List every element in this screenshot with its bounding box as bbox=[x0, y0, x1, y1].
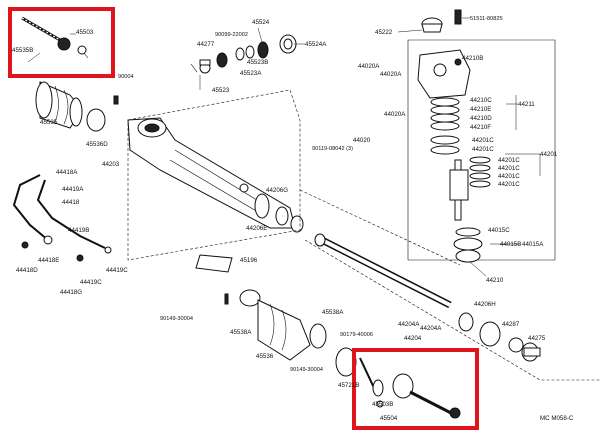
label-44418G: 44418G bbox=[60, 289, 82, 296]
label-44015B: 44015B bbox=[500, 241, 521, 248]
label-45536: 45536 bbox=[256, 353, 274, 360]
label-45538A-1: 45538A bbox=[230, 329, 252, 336]
label-90149-30004-2: 90149-30004 bbox=[290, 367, 323, 373]
label-44201C-2: 44201C bbox=[472, 146, 494, 153]
label-44020: 44020 bbox=[353, 137, 371, 144]
label-44201C-3: 44201C bbox=[498, 157, 520, 164]
rack-bar bbox=[314, 233, 452, 309]
label-44201C-4: 44201C bbox=[498, 165, 520, 172]
label-44201C-5: 44201C bbox=[498, 173, 520, 180]
tie-rod-end-lower bbox=[359, 357, 461, 419]
label-44418D: 44418D bbox=[16, 267, 38, 274]
label-45196: 45196 bbox=[240, 257, 258, 264]
label-44015A: 44015A bbox=[522, 241, 544, 248]
label-45503B: 45503B bbox=[372, 401, 393, 408]
label-44419C-1: 44419C bbox=[106, 267, 128, 274]
valve-assembly bbox=[417, 9, 491, 263]
label-45222: 45222 bbox=[375, 29, 393, 36]
label-44020A-3: 44020A bbox=[384, 111, 406, 118]
highlight-box-upper bbox=[8, 7, 115, 78]
label-44287: 44287 bbox=[502, 321, 520, 328]
label-90099-22002: 90099-22002 bbox=[215, 32, 248, 38]
label-45524: 45524 bbox=[252, 19, 270, 26]
label-45535: 45535 bbox=[40, 119, 58, 126]
leader-lines bbox=[27, 17, 541, 277]
label-44206H: 44206H bbox=[474, 301, 496, 308]
label-45538A-2: 45538A bbox=[322, 309, 344, 316]
tie-rod-end-upper bbox=[21, 16, 89, 59]
label-44418A: 44418A bbox=[56, 169, 78, 176]
label-45523A: 45523A bbox=[240, 70, 262, 77]
highlight-box-lower bbox=[352, 348, 479, 430]
label-90004: 90004 bbox=[118, 74, 134, 80]
label-44201: 44201 bbox=[540, 151, 558, 158]
label-44204A-2: 44204A bbox=[420, 325, 442, 332]
rack-housing bbox=[127, 117, 304, 233]
label-44206E: 44206E bbox=[246, 225, 267, 232]
label-44201C-6: 44201C bbox=[498, 181, 520, 188]
label-44210B: 44210B bbox=[462, 55, 483, 62]
pipes bbox=[12, 174, 112, 262]
label-44203: 44203 bbox=[102, 161, 120, 168]
label-44020A-2: 44020A bbox=[380, 71, 402, 78]
label-44204: 44204 bbox=[404, 335, 422, 342]
label-45523B: 45523B bbox=[247, 59, 268, 66]
label-45503: 45503 bbox=[76, 29, 94, 36]
label-44210D: 44210D bbox=[470, 115, 492, 122]
label-44419A: 44419A bbox=[62, 186, 84, 193]
label-45721B: 45721B bbox=[338, 382, 359, 389]
label-44204A-1: 44204A bbox=[398, 321, 420, 328]
label-44277: 44277 bbox=[197, 41, 215, 48]
label-44419B: 44419B bbox=[68, 227, 89, 234]
label-44275: 44275 bbox=[528, 335, 546, 342]
label-44210C: 44210C bbox=[470, 97, 492, 104]
valve-group-box bbox=[407, 39, 556, 261]
boot-45535 bbox=[35, 81, 119, 132]
label-44206G: 44206G bbox=[266, 187, 288, 194]
label-90179-40006: 90179-40006 bbox=[340, 332, 373, 338]
label-44020A-1: 44020A bbox=[358, 63, 380, 70]
label-45536D: 45536D bbox=[86, 141, 108, 148]
label-90119-08042: 90119-08042 (3) bbox=[312, 146, 353, 152]
label-44418E: 44418E bbox=[38, 257, 59, 264]
label-45535B: 45535B bbox=[12, 47, 33, 54]
plate-45196 bbox=[195, 254, 233, 273]
label-51511-80825: 51511-80825 bbox=[470, 16, 503, 22]
label-44015C: 44015C bbox=[488, 227, 510, 234]
diagram-code: MC M058-C bbox=[540, 415, 574, 422]
label-44419C-2: 44419C bbox=[80, 279, 102, 286]
label-90149-30004-1: 90149-30004 bbox=[160, 316, 193, 322]
label-45523: 45523 bbox=[212, 87, 230, 94]
label-44210F: 44210F bbox=[470, 124, 491, 131]
label-44211: 44211 bbox=[518, 101, 535, 108]
label-45504: 45504 bbox=[380, 415, 398, 422]
part-labels: 45503 45535B 90004 45535 45536D 44277 90… bbox=[12, 16, 574, 422]
label-44210: 44210 bbox=[486, 277, 504, 284]
label-44201C-1: 44201C bbox=[472, 137, 494, 144]
label-44210E: 44210E bbox=[470, 106, 491, 113]
right-parts bbox=[458, 312, 541, 362]
boot-45536 bbox=[224, 289, 357, 377]
label-44418: 44418 bbox=[62, 199, 80, 206]
label-45524A: 45524A bbox=[305, 41, 327, 48]
